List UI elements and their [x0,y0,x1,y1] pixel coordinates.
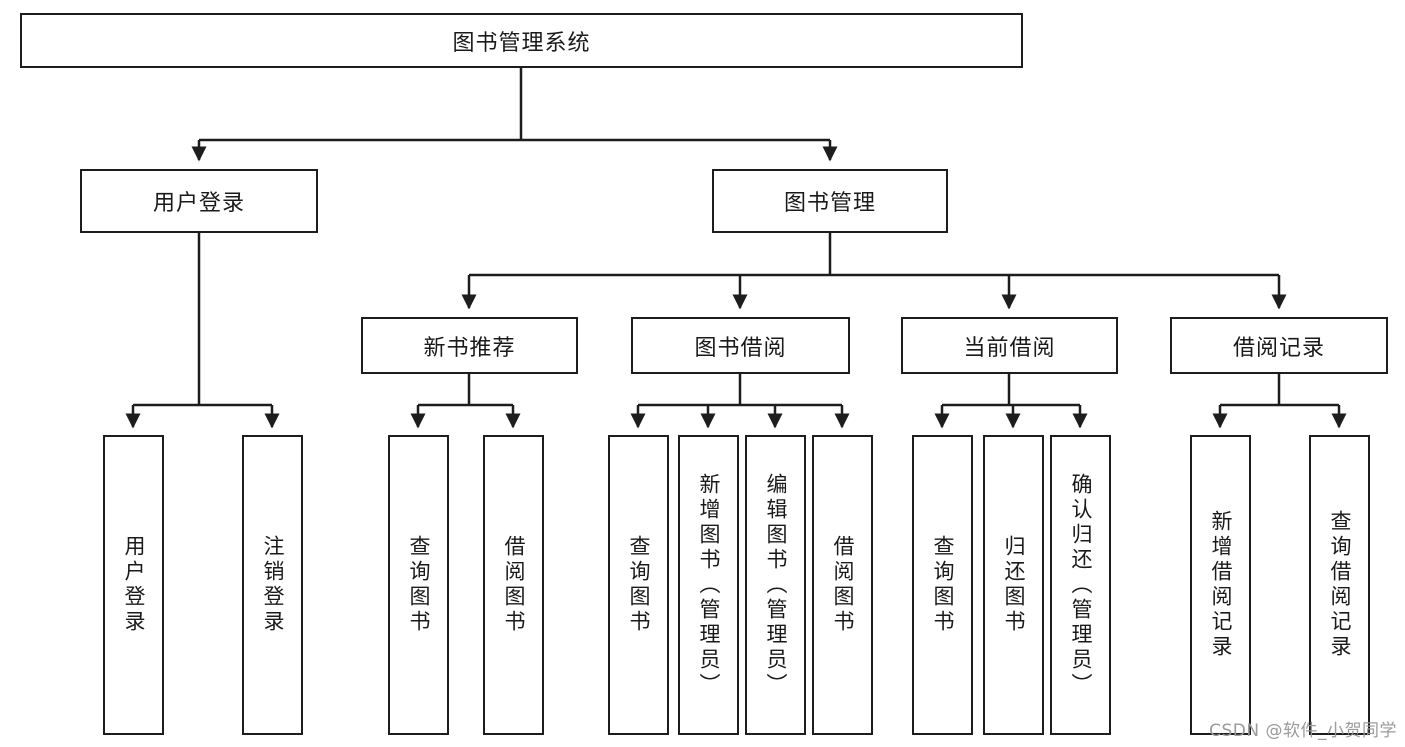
node-leaf-add-book-label: 新增图书（管理员） [697,472,721,698]
node-leaf-query-record[interactable]: 查询借阅记录 [1309,435,1370,735]
node-leaf-borrow-book-2[interactable]: 借阅图书 [812,435,873,735]
node-new-book-rec[interactable]: 新书推荐 [361,317,578,374]
node-leaf-query-book-1-label: 查询图书 [407,535,431,635]
node-user-login[interactable]: 用户登录 [80,169,318,233]
node-leaf-user-login[interactable]: 用户登录 [103,435,164,735]
node-leaf-return-book-label: 归还图书 [1002,535,1026,635]
node-root-label: 图书管理系统 [452,30,591,56]
node-leaf-return-book[interactable]: 归还图书 [983,435,1044,735]
node-root[interactable]: 图书管理系统 [20,13,1023,68]
node-leaf-query-book-2[interactable]: 查询图书 [608,435,669,735]
node-borrow-record[interactable]: 借阅记录 [1170,317,1388,374]
node-leaf-borrow-book-2-label: 借阅图书 [831,535,855,635]
node-borrow-record-label: 借阅记录 [1232,335,1325,361]
node-book-borrow-label: 图书借阅 [694,335,787,361]
node-leaf-confirm-return-label: 确认归还（管理员） [1069,472,1093,698]
node-leaf-edit-book[interactable]: 编辑图书（管理员） [745,435,806,735]
node-user-login-label: 用户登录 [152,191,245,216]
node-leaf-query-book-1[interactable]: 查询图书 [388,435,449,735]
node-new-book-rec-label: 新书推荐 [423,335,516,361]
node-book-mgmt[interactable]: 图书管理 [712,169,948,233]
node-current-borrow[interactable]: 当前借阅 [901,317,1118,374]
node-leaf-user-logout[interactable]: 注销登录 [242,435,303,735]
node-leaf-user-login-label: 用户登录 [122,535,146,635]
node-book-mgmt-label: 图书管理 [783,191,876,216]
node-book-borrow[interactable]: 图书借阅 [631,317,850,374]
node-leaf-add-record[interactable]: 新增借阅记录 [1190,435,1251,735]
node-leaf-query-book-3[interactable]: 查询图书 [912,435,973,735]
node-leaf-user-logout-label: 注销登录 [261,535,285,635]
node-leaf-edit-book-label: 编辑图书（管理员） [764,472,788,698]
node-leaf-query-book-2-label: 查询图书 [627,535,651,635]
node-leaf-borrow-book-1-label: 借阅图书 [502,535,526,635]
node-leaf-query-book-3-label: 查询图书 [931,535,955,635]
node-leaf-add-book[interactable]: 新增图书（管理员） [678,435,739,735]
node-leaf-query-record-label: 查询借阅记录 [1328,510,1352,660]
node-leaf-borrow-book-1[interactable]: 借阅图书 [483,435,544,735]
node-leaf-add-record-label: 新增借阅记录 [1209,510,1233,660]
node-leaf-confirm-return[interactable]: 确认归还（管理员） [1050,435,1111,735]
node-current-borrow-label: 当前借阅 [963,335,1056,361]
